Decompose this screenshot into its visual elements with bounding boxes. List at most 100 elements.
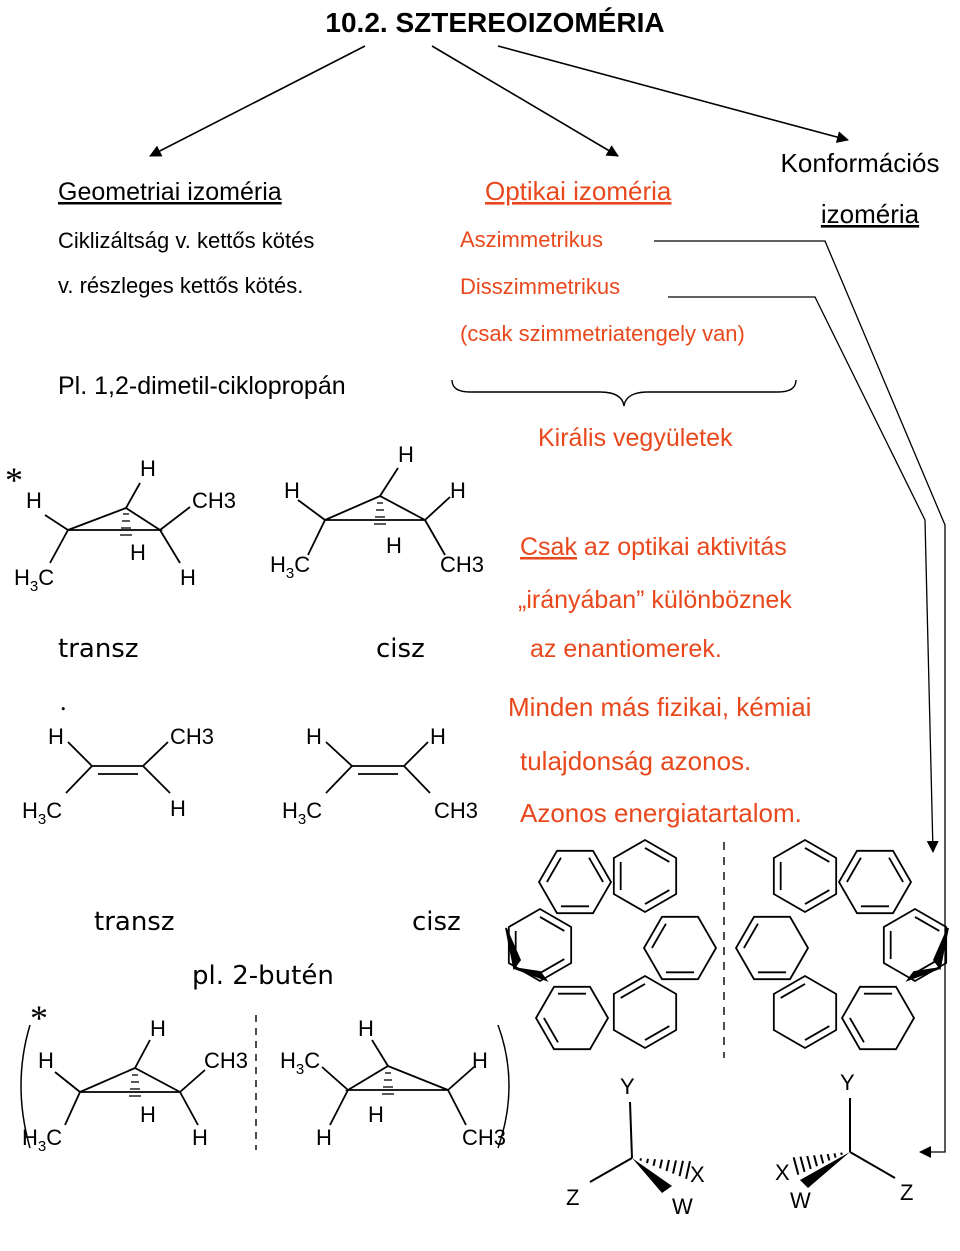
hash-stroke [794, 1157, 799, 1174]
atom-z: Z [900, 1180, 913, 1205]
enantiomer-desc-6: Azonos energiatartalom. [520, 798, 802, 828]
star-mark-2: * [30, 998, 48, 1038]
enantiomer-desc-4: Minden más fizikai, kémiai [508, 692, 811, 722]
benzene-ring [774, 976, 836, 1048]
wedge-bond [908, 968, 940, 980]
hash-stroke [673, 1160, 676, 1173]
hash-stroke [800, 1157, 804, 1172]
geometric-isomerism: Geometriai izoméria Ciklizáltság v. kett… [58, 178, 346, 400]
transz-label-1: transz [58, 634, 139, 664]
chiral-brace [452, 380, 796, 406]
h3c-h: H [282, 798, 298, 823]
h3c-subscript: 3 [38, 1138, 46, 1155]
h3c-h: H [280, 1048, 296, 1073]
hash-stroke [667, 1160, 669, 1171]
benzene-ring [884, 909, 946, 981]
double-bond-line [652, 924, 666, 948]
trans-2-butene: H CH3 H3C H [22, 724, 214, 828]
enantiomer-desc-5: tulajdonság azonos. [520, 746, 751, 776]
h3c-subscript: 3 [298, 811, 306, 828]
double-bond-line [645, 848, 669, 862]
ch3-text: CH3 [170, 724, 214, 749]
h3c-h: H [22, 798, 38, 823]
atom-ch3: CH3 [462, 1125, 506, 1150]
hash-stroke [841, 1153, 842, 1155]
atom-h: H [192, 1125, 208, 1150]
h3c-h: H [22, 1125, 38, 1150]
enantiomer-desc-2: „irányában” különböznek [518, 586, 792, 614]
h3c-h: H [14, 565, 30, 590]
atom-ch3: CH3 [192, 488, 236, 513]
atom-h3c: H3C [270, 552, 310, 582]
atom-h: H [368, 1102, 384, 1127]
cis-cyclopropane: H H H H3C H CH3 [270, 442, 484, 582]
optical-asymmetric: Aszimmetrikus [460, 227, 603, 252]
arrow-to-optical [432, 46, 618, 156]
enantiomer-desc-1-rest: az optikai aktivitás [577, 533, 787, 561]
benzene-ring [614, 840, 676, 912]
atom-h: H [386, 533, 402, 558]
hash-stroke [660, 1160, 662, 1169]
ch3-text: CH3 [440, 552, 484, 577]
dot-mark: . [60, 687, 67, 716]
geometric-heading: Geometriai izoméria [58, 178, 282, 206]
benzene-ring [539, 851, 611, 913]
wedge-bond [632, 1158, 672, 1193]
atom-h3c: H3C [280, 1048, 320, 1078]
ch3-text: CH3 [462, 1125, 506, 1150]
atom-y: Y [840, 1070, 855, 1095]
atom-h3c: H3C [14, 565, 54, 595]
enantiomer-desc-3: az enantiomerek. [530, 635, 722, 663]
atom-x: X [690, 1162, 705, 1187]
ch3-text: CH3 [204, 1048, 248, 1073]
double-bond-line [889, 858, 903, 882]
arrow-to-geometric [150, 46, 365, 156]
atom-h: H [140, 1102, 156, 1127]
benzene-ring [736, 917, 808, 979]
optical-note: (csak szimmetriatengely van) [460, 321, 745, 346]
h3c-c: C [46, 798, 62, 823]
double-bond-line [805, 1026, 829, 1040]
atom-h: H [130, 540, 146, 565]
double-bond-line [915, 917, 939, 931]
hash-stroke [647, 1159, 648, 1163]
hash-stroke [807, 1156, 811, 1169]
geometric-example: Pl. 1,2-dimetil-ciklopropán [58, 372, 346, 400]
arrow-to-conformational [498, 46, 848, 140]
atom-h: H [48, 724, 64, 749]
optical-dissymmetric: Disszimmetrikus [460, 274, 620, 299]
double-bond-line [850, 1018, 864, 1042]
h3c-subscript: 3 [296, 1061, 304, 1078]
tetrahedral-right: Y X Z W [775, 1070, 913, 1213]
atom-h: H [38, 1048, 54, 1073]
atom-h: H [358, 1016, 374, 1041]
atom-h: H [472, 1048, 488, 1073]
h3c-h: H [270, 552, 286, 577]
transz-label-2: transz [94, 907, 175, 937]
atom-w: W [790, 1188, 811, 1213]
atom-h: H [170, 796, 186, 821]
enantiomer-desc-1: Csak az optikai aktivitás [520, 533, 787, 561]
atom-h: H [430, 724, 446, 749]
double-bond-line [540, 959, 564, 973]
geometric-line-1: Ciklizáltság v. kettős kötés [58, 228, 314, 253]
atom-h: H [26, 488, 42, 513]
atom-h: H [284, 478, 300, 503]
ch3-text: CH3 [434, 798, 478, 823]
benzene-ring [614, 976, 676, 1048]
benzene-ring [842, 987, 914, 1049]
ch3-text: CH3 [192, 488, 236, 513]
atom-ch3: CH3 [440, 552, 484, 577]
hash-stroke [654, 1159, 655, 1166]
atom-h: H [306, 724, 322, 749]
h3c-c: C [306, 798, 322, 823]
wedge-bond [514, 968, 546, 980]
hash-stroke [680, 1161, 683, 1176]
trans-cyclopropane: H H CH3 H3C H H [14, 456, 236, 595]
h3c-subscript: 3 [38, 811, 46, 828]
atom-w: W [672, 1194, 693, 1219]
h3c-subscript: 3 [30, 578, 38, 595]
benzene-ring [644, 917, 716, 979]
